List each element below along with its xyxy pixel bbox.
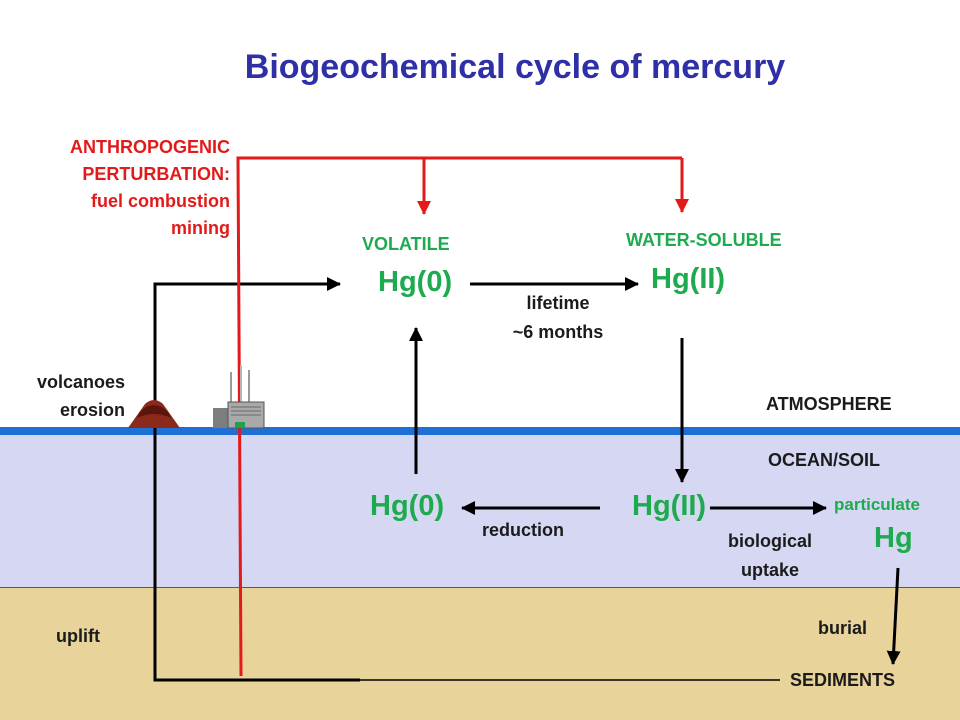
- sources-line-1: volcanoes: [36, 372, 125, 392]
- atmosphere-hg0: Hg(0): [378, 266, 453, 298]
- sediments-label: SEDIMENTS: [790, 670, 896, 690]
- biological-line-2: uptake: [740, 560, 800, 580]
- anthropogenic-line-2: PERTURBATION:: [82, 164, 230, 184]
- ocean-soil-layer: [0, 433, 960, 588]
- anthropogenic-line: [236, 156, 682, 677]
- lifetime-line-1: lifetime: [526, 293, 590, 313]
- uplift-label: uplift: [56, 626, 100, 646]
- surface-line: [0, 427, 960, 435]
- anthropogenic-line-1: ANTHROPOGENIC: [69, 137, 230, 157]
- sediment-layer: [0, 588, 960, 720]
- atmosphere-layer-label: ATMOSPHERE: [766, 394, 892, 414]
- particulate-label: particulate: [834, 495, 920, 514]
- volcano-icon: [128, 400, 180, 428]
- volatile-label: VOLATILE: [362, 234, 450, 254]
- anthropogenic-line-4: mining: [171, 218, 230, 238]
- lifetime-label: lifetime ~6 months: [496, 289, 620, 347]
- reduction-label: reduction: [482, 520, 565, 540]
- sources-label: volcanoes erosion: [37, 368, 125, 424]
- anthropogenic-line-3: fuel combustion: [91, 191, 230, 211]
- uplift-loop-line: [153, 277, 360, 682]
- page-title: Biogeochemical cycle of mercury: [244, 48, 786, 86]
- burial-label: burial: [818, 618, 868, 638]
- anthropogenic-label: ANTHROPOGENIC PERTURBATION: fuel combust…: [70, 134, 230, 242]
- burial-arrow: [886, 567, 901, 665]
- sources-line-2: erosion: [59, 400, 125, 420]
- ocean-hg0: Hg(0): [370, 490, 445, 522]
- ocean-layer-label: OCEAN/SOIL: [768, 450, 881, 470]
- biological-uptake-label: biological uptake: [700, 527, 840, 585]
- lifetime-line-2: ~6 months: [512, 322, 604, 342]
- biological-line-1: biological: [727, 531, 812, 551]
- particulate-hg: Hg: [874, 522, 913, 554]
- water-soluble-label: WATER-SOLUBLE: [626, 230, 782, 250]
- ocean-hg2: Hg(II): [632, 490, 707, 522]
- atmosphere-hg2: Hg(II): [651, 263, 726, 295]
- factory-icon: [213, 365, 265, 429]
